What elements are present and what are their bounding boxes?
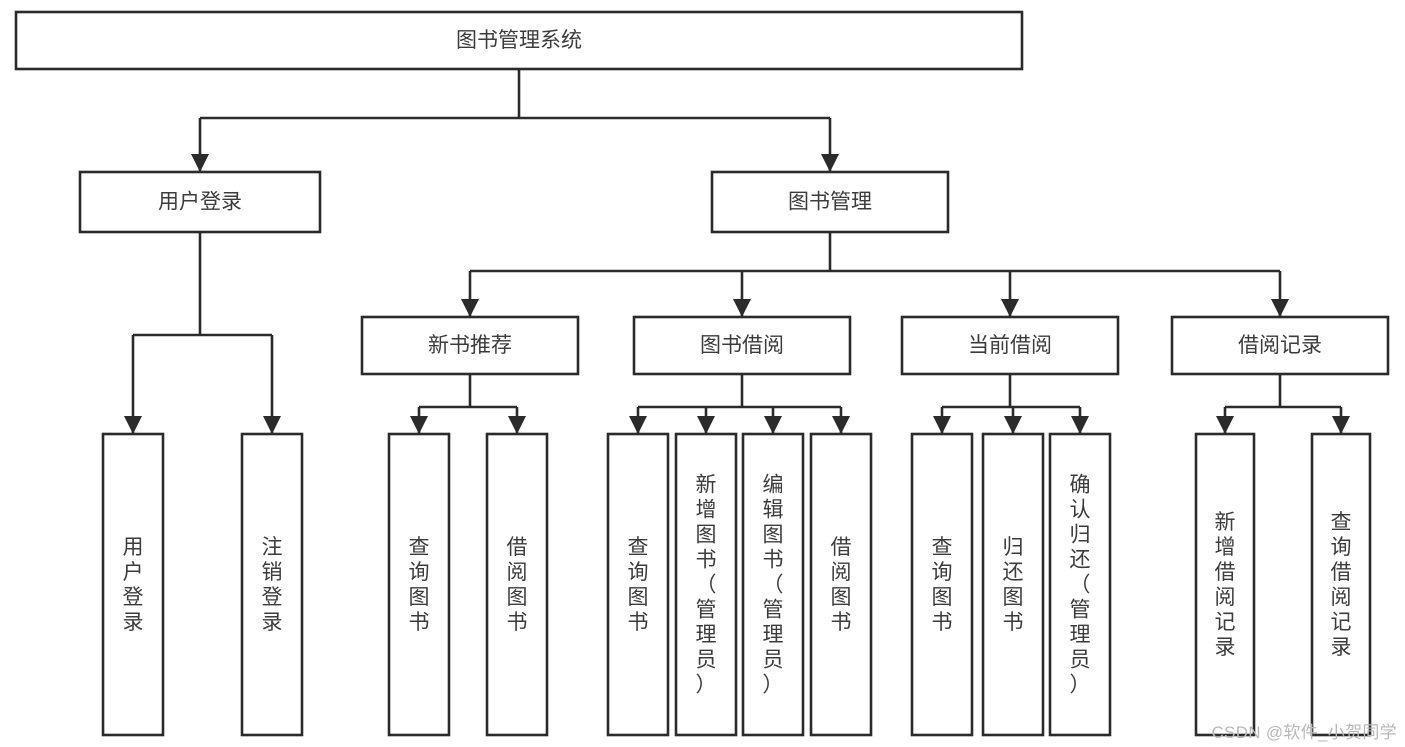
node-label: 归还图书	[1003, 536, 1024, 634]
node-leaf-logout[interactable]: 注销登录	[240, 432, 304, 737]
node-leaf-borrow-book-1[interactable]: 借阅图书	[485, 432, 549, 737]
node-new-book-rec[interactable]: 新书推荐	[360, 315, 580, 376]
edge-group-new-book-rec	[410, 374, 526, 434]
node-leaf-query-record[interactable]: 查询借阅记录	[1310, 432, 1372, 737]
node-label: 注销登录	[262, 536, 283, 634]
node-label: 查询图书	[932, 536, 953, 634]
edge-group-book-borrow	[629, 374, 850, 434]
node-label: 图书借阅	[700, 334, 784, 357]
csdn-watermark: CSDN @软件_小贺同学	[1211, 723, 1397, 742]
node-leaf-add-book[interactable]: 新增图书（管理员）	[674, 432, 738, 737]
node-label: 新书推荐	[428, 334, 512, 357]
node-label: 查询图书	[409, 536, 430, 634]
node-leaf-user-login[interactable]: 用户登录	[101, 432, 165, 737]
node-label: 确认归还（管理员）	[1070, 474, 1091, 697]
node-book-manage[interactable]: 图书管理	[710, 170, 950, 234]
node-label: 借阅图书	[831, 536, 852, 634]
node-label: 图书管理系统	[456, 29, 582, 52]
node-leaf-query-book-2[interactable]: 查询图书	[606, 432, 670, 737]
edge-group-borrow-record	[1216, 374, 1350, 434]
node-leaf-return-book[interactable]: 归还图书	[981, 432, 1045, 737]
node-book-borrow[interactable]: 图书借阅	[632, 315, 852, 376]
node-label: 借阅记录	[1238, 334, 1322, 357]
node-label: 查询图书	[628, 536, 649, 634]
edge-group-root	[191, 69, 839, 172]
edge-group-current-borrow	[933, 374, 1089, 434]
node-label: 编辑图书（管理员）	[763, 474, 784, 697]
node-label: 新增图书（管理员）	[696, 474, 717, 697]
nodes-layer: 图书管理系统用户登录图书管理新书推荐图书借阅当前借阅借阅记录用户登录注销登录查询…	[14, 10, 1390, 737]
edge-group-book-manage	[461, 232, 1289, 317]
node-leaf-confirm-return[interactable]: 确认归还（管理员）	[1048, 432, 1112, 737]
node-user-login[interactable]: 用户登录	[78, 170, 322, 234]
edges-layer	[124, 69, 1350, 434]
node-label: 借阅图书	[507, 536, 528, 634]
edge-group-user-login	[124, 232, 281, 434]
node-label: 图书管理	[788, 191, 872, 214]
node-label: 查询借阅记录	[1331, 511, 1352, 659]
node-borrow-record[interactable]: 借阅记录	[1170, 315, 1390, 376]
node-leaf-add-record[interactable]: 新增借阅记录	[1194, 432, 1256, 737]
node-leaf-borrow-book-2[interactable]: 借阅图书	[809, 432, 873, 737]
node-current-borrow[interactable]: 当前借阅	[900, 315, 1120, 376]
node-label: 新增借阅记录	[1215, 511, 1236, 659]
node-root[interactable]: 图书管理系统	[14, 10, 1024, 71]
node-leaf-query-book-3[interactable]: 查询图书	[910, 432, 974, 737]
node-leaf-edit-book[interactable]: 编辑图书（管理员）	[741, 432, 805, 737]
node-leaf-query-book-1[interactable]: 查询图书	[387, 432, 451, 737]
node-label: 用户登录	[123, 536, 144, 634]
node-label: 用户登录	[158, 191, 242, 214]
node-label: 当前借阅	[968, 334, 1052, 357]
